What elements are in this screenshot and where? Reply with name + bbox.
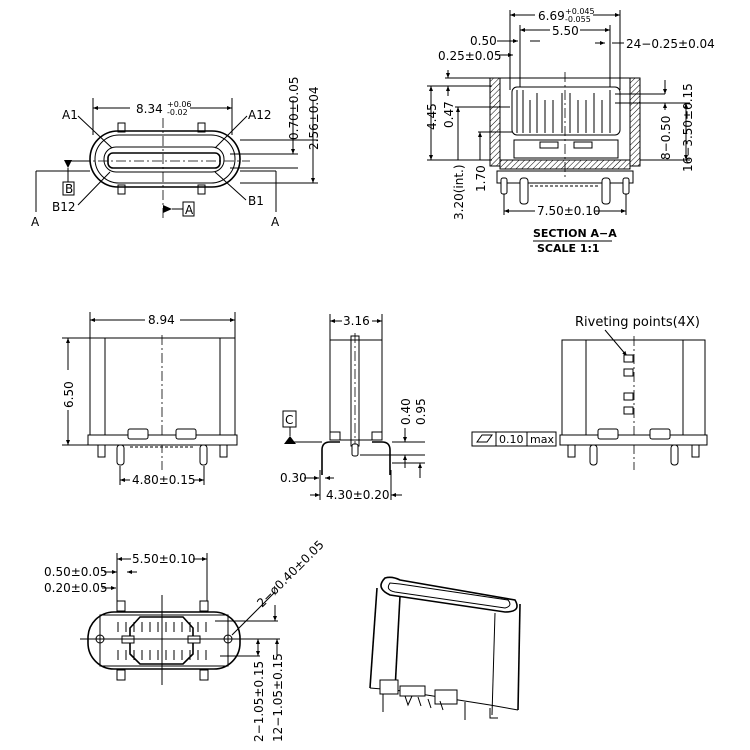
dim-5-50: 5.50 (552, 24, 579, 38)
section-mark-left: A (31, 215, 40, 229)
dim-2-56: 2.56±0.04 (307, 87, 321, 151)
pin-label-a12: A12 (248, 108, 271, 122)
dim-0-40: 0.40 (399, 398, 413, 425)
bottom-view: 5.50±0.10 0.50±0.05 0.20±0.05 2−ø0.40±0.… (44, 538, 327, 742)
dim-6-50: 6.50 (62, 381, 76, 408)
flatness-max: max (530, 433, 554, 446)
dim-0-47: 0.47 (442, 101, 456, 128)
dim-0-95: 0.95 (414, 398, 428, 425)
datum-b: B (65, 182, 73, 196)
dim-7-50: 7.50±0.10 (537, 204, 601, 218)
dim-16-3-50: 16−3.50±0.15 (681, 83, 695, 172)
width-tol-lower: -0.02 (167, 108, 188, 117)
bottom-dim-0-50: 0.50±0.05 (44, 565, 108, 579)
solder-pads-top (117, 622, 207, 632)
front-view: 8.34 +0.06 -0.02 0.70±0.05 2.56±0.04 A1 … (31, 77, 321, 230)
dim-4-80: 4.80±0.15 (132, 473, 196, 487)
dim-6-69: 6.69 (538, 9, 565, 23)
section-mark-right: A (271, 215, 280, 229)
section-view: 6.69 +0.045 -0.055 5.50 0.50 0.25±0.05 2… (425, 7, 715, 255)
riveting-points-label: Riveting points(4X) (575, 315, 700, 330)
dim-24-pins: 24−0.25±0.04 (626, 37, 715, 51)
section-scale: SCALE 1:1 (537, 242, 600, 255)
dim-3-16: 3.16 (343, 314, 370, 328)
bottom-dim-0-20: 0.20±0.05 (44, 581, 108, 595)
bottom-dim-5-50: 5.50±0.10 (132, 552, 196, 566)
contact-teeth (516, 90, 611, 133)
side-view: 3.16 C 0.40 0.95 0.30 4.30±0.20 (280, 314, 428, 502)
datum-a: A (185, 203, 194, 217)
dim-6-69-lower: -0.055 (565, 15, 591, 24)
dim-8-94: 8.94 (148, 313, 175, 327)
dim-4-30: 4.30±0.20 (326, 488, 390, 502)
bottom-dim-12-1-05: 12−1.05±0.15 (271, 653, 285, 742)
dim-0-25: 0.25±0.05 (438, 49, 502, 63)
dim-0-50: 0.50 (470, 34, 497, 48)
datum-c: C (285, 413, 293, 427)
dim-3-20: 3.20(int.) (452, 164, 466, 220)
bottom-dim-hole: 2−ø0.40±0.05 (254, 538, 327, 611)
flatness-value: 0.10 (499, 433, 524, 446)
bottom-dim-2-1-05: 2−1.05±0.15 (252, 661, 266, 742)
dim-0-30: 0.30 (280, 471, 307, 485)
width-tol-upper: +0.06 (167, 100, 192, 109)
pin-label-b1: B1 (248, 194, 264, 208)
pin-label-b12: B12 (52, 200, 76, 214)
dim-8-0-50: 8−0.50 (659, 116, 673, 160)
pin-label-a1: A1 (62, 108, 78, 122)
isometric-view (369, 576, 521, 720)
dim-0-70: 0.70±0.05 (287, 77, 301, 141)
flatness-control-frame: 0.10 max (471, 431, 557, 447)
dim-6-69-upper: +0.045 (565, 7, 595, 16)
dim-1-70: 1.70 (474, 165, 488, 192)
solder-pads-bottom (117, 650, 207, 660)
flatness-icon (476, 434, 493, 443)
rear-view: Riveting points(4X) 0.10 max (471, 315, 708, 470)
section-title: SECTION A−A (533, 227, 617, 240)
width-dimension: 8.34 (136, 102, 163, 116)
top-view: 8.94 6.50 4.80±0.15 (62, 312, 238, 487)
dim-4-45: 4.45 (425, 103, 439, 130)
